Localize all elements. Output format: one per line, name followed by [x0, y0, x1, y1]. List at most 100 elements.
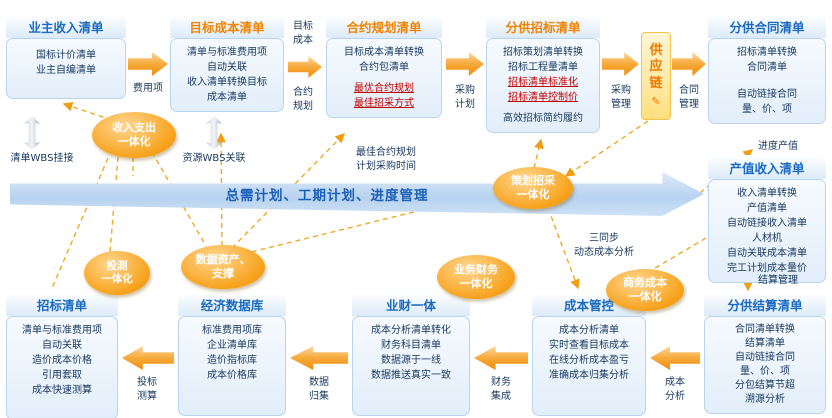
biz-fin-title: 业财一体 — [352, 292, 470, 316]
box-line: 国标计价清单 — [36, 50, 96, 61]
wbs-attach-label: 清单WBS挂接 — [10, 153, 74, 164]
box-line: 自动关联 — [42, 340, 82, 351]
box-line: 自动关联成本清单 — [727, 248, 807, 259]
output-income-title: 产值收入清单 — [708, 155, 826, 179]
box-line: 合同清单 — [747, 62, 787, 73]
double-arrow-icon — [24, 116, 40, 150]
eco-db-box: 经济数据库 标准费用项库 企业清单库 造价指标库 成本价格库 — [178, 292, 286, 416]
box-line: 成本快速测算 — [32, 385, 92, 396]
contract-mgmt-label: 合同管理 — [679, 85, 699, 110]
target-cost-box: 目标成本清单 清单与标准费用项 自动关联 收入清单转换目标 成本清单 — [170, 14, 284, 112]
settle-mgmt-label: 结算管理 — [758, 275, 798, 286]
box-line: 财务科目清单 — [381, 340, 441, 351]
box-line: 招标策划清单转换 — [503, 47, 583, 58]
box-line-highlight: 最优合约规划 — [354, 83, 414, 94]
tender-list-body: 招标策划清单转换 招标工程量清单 招标清单标准化 招标清单控制价 高效招标简约履… — [486, 38, 600, 133]
bid-list-box: 招标清单 清单与标准费用项 自动关联 造价成本价格 引用套取 成本快速测算 — [6, 292, 118, 418]
ellipse-line: 商务成本 — [623, 276, 667, 290]
arrow-contract-plan — [288, 56, 322, 78]
data-collect-label: 数据归集 — [309, 377, 329, 402]
supply-contract-title: 分供合同清单 — [708, 14, 826, 38]
arrow-fin-integrate — [474, 346, 528, 370]
box-line: 结算清单 — [745, 338, 785, 349]
box-line: 自动关联 — [207, 62, 247, 73]
ellipse-line: 一体化 — [117, 135, 151, 148]
ellipse-line: 一体化 — [516, 188, 550, 201]
box-line: 准确成本归集分析 — [549, 370, 629, 381]
box-line: 数据推送真实一致 — [371, 370, 451, 381]
box-line: 造价成本价格 — [32, 355, 92, 366]
contract-plan-label: 合约规划 — [293, 87, 313, 112]
box-line-highlight: 招标清单控制价 — [508, 92, 578, 103]
box-line: 目标成本清单转换 — [344, 47, 424, 58]
box-line: 成本清单 — [207, 92, 247, 103]
target-cost-label: 目标成本 — [293, 21, 313, 46]
box-line: 标准费用项库 — [202, 325, 262, 336]
box-line: 成本价格库 — [207, 370, 257, 381]
box-line: 人材机 — [752, 233, 782, 244]
owner-income-body: 国标计价清单 业主自编清单 — [6, 38, 126, 99]
supply-contract-box: 分供合同清单 招标清单转换 合同清单 自动链接合同 量、价、项 — [708, 14, 826, 124]
ellipse-line: 一体化 — [459, 277, 493, 290]
box-line-highlight: 招标清单标准化 — [508, 77, 578, 88]
note-line: 最佳合约规划 — [356, 147, 416, 158]
arrow-purchase-plan — [446, 52, 484, 76]
ellipse-line: 一体化 — [628, 290, 662, 303]
fin-integrate-label: 财务集成 — [491, 377, 511, 402]
best-plan-note: 最佳合约规划 计划采购时间 — [344, 146, 428, 173]
pencil-icon: ✎ — [651, 95, 661, 109]
arrow-cost-analysis — [650, 346, 700, 370]
box-line: 在线分析成本盈亏 — [549, 355, 629, 366]
sync-note: 三同步 动态成本分析 — [562, 232, 646, 259]
box-line: 合同清单转换 — [735, 324, 795, 335]
ellipse-line: 收入支出 — [112, 121, 156, 135]
ellipse-line: 投测 — [106, 259, 128, 272]
ellipse-line: 一体化 — [101, 273, 133, 285]
box-line: 成本分析清单 — [559, 325, 619, 336]
box-line: 清单与标准费用项 — [187, 47, 267, 58]
contract-plan-title: 合约规划清单 — [326, 14, 442, 38]
box-line: 招标工程量清单 — [508, 62, 578, 73]
box-line: 分包结算节超 — [735, 380, 795, 391]
supply-chain-box: 供应链 ✎ — [641, 32, 671, 120]
biz-fin-ellipse: 业务财务 一体化 — [437, 255, 515, 299]
supply-contract-body: 招标清单转换 合同清单 自动链接合同 量、价、项 — [708, 38, 826, 124]
settle-list-box: 分供结算清单 合同清单转换 结算清单 自动链接合同 量、价、项 分包结算节超 溯… — [704, 292, 826, 414]
box-line: 完工计划成本量价 — [727, 263, 807, 274]
output-income-box: 产值收入清单 收入清单转换 产值清单 自动链接收入清单 人材机 自动关联成本清单… — [708, 155, 826, 283]
tender-list-title: 分供招标清单 — [486, 14, 600, 38]
income-expense-ellipse: 收入支出 一体化 — [92, 112, 176, 158]
fee-item-label: 费用项 — [133, 83, 163, 94]
biz-cost-ellipse: 商务成本 一体化 — [606, 269, 684, 311]
bid-list-title: 招标清单 — [6, 292, 118, 316]
box-line: 数据源于一线 — [381, 355, 441, 366]
arrow-bid-calc — [122, 346, 174, 370]
box-line: 量、价、项 — [742, 104, 792, 115]
box-line: 产值清单 — [747, 203, 787, 214]
note-line: 计划采购时间 — [356, 160, 416, 172]
note-line: 三同步 — [589, 233, 619, 244]
box-line: 量、价、项 — [740, 366, 790, 377]
output-income-body: 收入清单转换 产值清单 自动链接收入清单 人材机 自动关联成本清单 完工计划成本… — [708, 179, 826, 283]
box-line: 实时查看目标成本 — [549, 340, 629, 351]
contract-plan-body: 目标成本清单转换 合约包清单 最优合约规划 最佳招采方式 — [326, 38, 442, 118]
ellipse-line: 业务财务 — [454, 263, 498, 277]
bid-list-body: 清单与标准费用项 自动关联 造价成本价格 引用套取 成本快速测算 — [6, 316, 118, 418]
wbs-resource-label: 资源WBS关联 — [182, 153, 246, 164]
settle-list-title: 分供结算清单 — [704, 292, 826, 316]
invest-ellipse: 投测 一体化 — [84, 251, 150, 295]
biz-fin-body: 成本分析清单转化 财务科目清单 数据源于一线 数据推送真实一致 — [352, 316, 470, 416]
box-line: 合约包清单 — [359, 62, 409, 73]
purchase-mgmt-label: 采购管理 — [611, 85, 631, 110]
box-line: 业主自编清单 — [36, 65, 96, 76]
note-line: 动态成本分析 — [574, 246, 634, 258]
ellipse-line: 数据资产、 — [195, 253, 251, 267]
target-cost-title: 目标成本清单 — [170, 14, 284, 38]
box-line: 自动链接合同 — [735, 352, 795, 363]
box-line: 招标清单转换 — [737, 47, 797, 58]
contract-plan-box: 合约规划清单 目标成本清单转换 合约包清单 最优合约规划 最佳招采方式 — [326, 14, 442, 118]
bid-calc-label: 投标测算 — [137, 377, 157, 402]
data-asset-ellipse: 数据资产、 支撑 — [181, 245, 265, 289]
arrow-purchase-mgmt — [602, 52, 639, 76]
